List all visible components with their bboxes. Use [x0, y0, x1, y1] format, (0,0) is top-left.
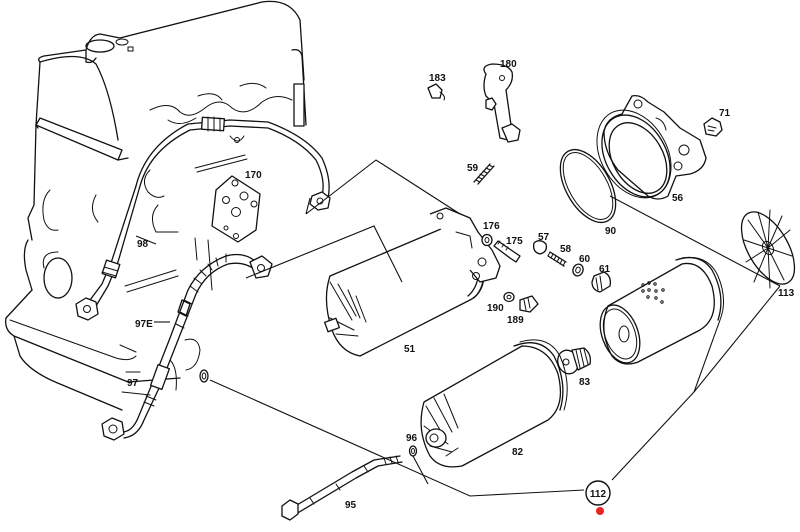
part-180-bracket	[483, 63, 521, 143]
part-51-filter-housing	[324, 207, 501, 357]
label-189: 189	[507, 315, 524, 326]
label-97e: 97E	[135, 319, 153, 330]
label-97: 97	[127, 378, 139, 389]
filter-holes	[641, 281, 665, 304]
part-60-sealing-ring	[572, 263, 584, 277]
part-95-center-bolt	[281, 455, 403, 521]
label-58: 58	[560, 244, 572, 255]
callout-112[interactable]: 112	[585, 480, 611, 515]
label-113: 113	[778, 288, 795, 299]
label-82: 82	[512, 447, 524, 458]
label-183: 183	[429, 73, 446, 84]
part-57-valve-piston	[532, 240, 548, 255]
label-170: 170	[245, 170, 262, 181]
callout-112-circle[interactable]	[585, 480, 611, 506]
label-83: 83	[579, 377, 591, 388]
part-190-sealing-ring	[503, 291, 515, 303]
label-176: 176	[483, 221, 500, 232]
label-112[interactable]: 112	[590, 489, 607, 500]
label-175: 175	[506, 236, 523, 247]
part-61-screw-plug	[591, 271, 612, 293]
part-71-screw-plug	[703, 117, 723, 137]
part-96-sealing-ring	[408, 445, 418, 457]
part-175-bolt	[493, 240, 521, 263]
label-61: 61	[599, 264, 611, 275]
highlight-marker-dot	[596, 507, 604, 515]
label-60: 60	[579, 254, 591, 265]
label-180: 180	[500, 59, 517, 70]
part-filter-element	[599, 256, 724, 365]
part-98-oil-line	[75, 116, 331, 321]
part-97e-sleeve	[175, 253, 227, 329]
label-90: 90	[605, 226, 617, 237]
label-96: 96	[406, 433, 418, 444]
part-83-drain-plug	[557, 347, 592, 375]
part-176-washer	[481, 233, 493, 247]
label-56: 56	[672, 193, 684, 204]
label-71: 71	[719, 108, 731, 119]
part-seal-ring-left	[199, 369, 209, 383]
part-170-gasket	[211, 175, 261, 243]
part-82-filter-bowl	[420, 339, 568, 468]
leader-lines	[135, 159, 781, 497]
part-183-fitting	[427, 83, 445, 101]
part-56-housing-cover	[596, 94, 707, 200]
label-59: 59	[467, 163, 479, 174]
part-189-banjo-fitting	[519, 295, 539, 313]
label-57: 57	[538, 232, 550, 243]
part-113-cover-cap	[740, 209, 796, 289]
label-95: 95	[345, 500, 357, 511]
label-190: 190	[487, 303, 504, 314]
engine-block	[5, 0, 307, 411]
part-90-o-ring	[559, 149, 617, 223]
label-51: 51	[404, 344, 416, 355]
part-59-spring	[473, 163, 495, 185]
callout-labels: 180 183 59 71 56 90 170 176 175 57 58 60…	[127, 59, 795, 511]
part-97-oil-line	[101, 253, 273, 441]
label-98: 98	[137, 239, 149, 250]
part-58-spring	[547, 251, 567, 267]
